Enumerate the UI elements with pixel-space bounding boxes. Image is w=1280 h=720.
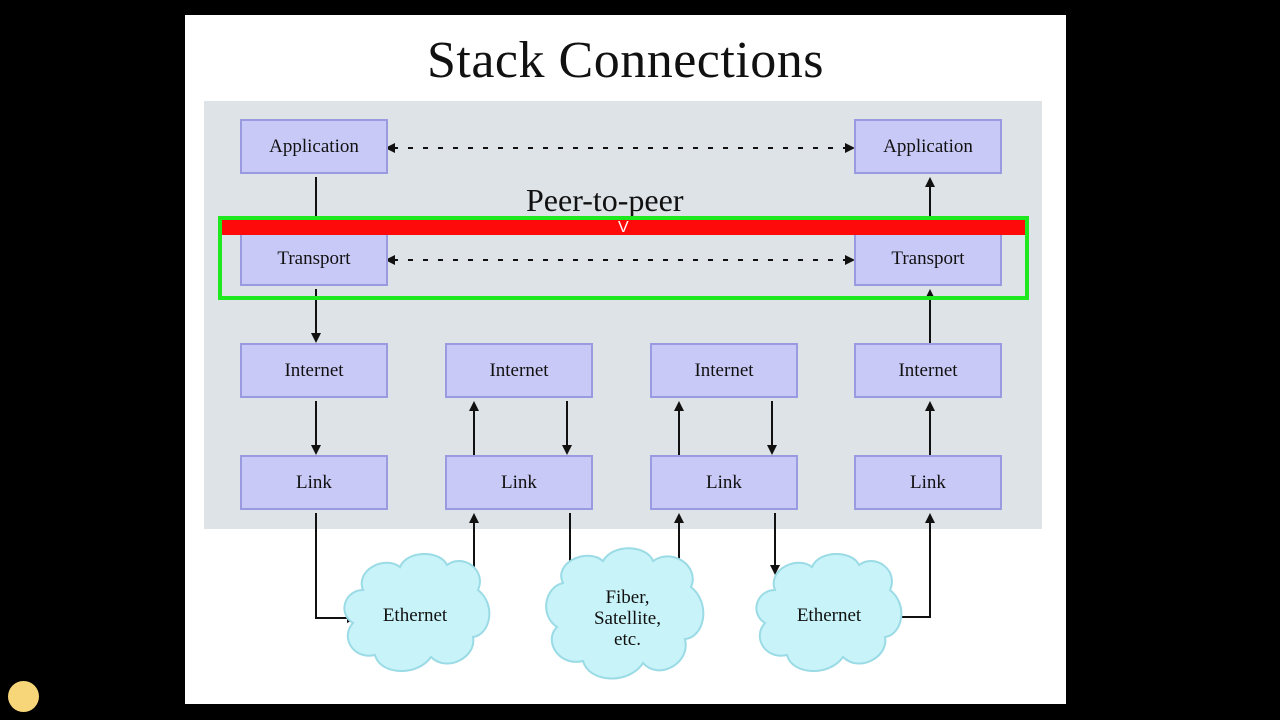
cloud-ethernet-left-label: Ethernet [382, 605, 448, 626]
router1-link-box: Link [445, 455, 593, 510]
cloud-ethernet-right [755, 553, 903, 672]
right-link-box: Link [854, 455, 1002, 510]
cloud-fiber-line-2: Satellite, [593, 608, 661, 629]
ethernet-to-right-link [900, 513, 935, 618]
cloud-ethernet-left [343, 553, 491, 672]
cloud-fiber-line-1: Fiber, [605, 587, 650, 608]
left-internet-box: Internet [240, 343, 388, 398]
cloud-fiber [545, 547, 705, 680]
right-transport-box: Transport [854, 231, 1002, 286]
left-transport-box: Transport [240, 231, 388, 286]
left-link-box: Link [240, 455, 388, 510]
router2-internet-box: Internet [650, 343, 798, 398]
left-application-box: Application [240, 119, 388, 174]
right-application-box: Application [854, 119, 1002, 174]
right-internet-box: Internet [854, 343, 1002, 398]
cloud-fiber-line-3: etc. [614, 629, 641, 650]
green-highlight-box [218, 216, 1029, 300]
connector-lines [311, 143, 935, 680]
left-link-to-ethernet [315, 513, 357, 623]
router2-link-box: Link [650, 455, 798, 510]
slide-title: Stack Connections [426, 32, 824, 89]
router1-internet-box: Internet [445, 343, 593, 398]
peer-to-peer-label: Peer-to-peer [526, 182, 684, 218]
slide: Stack Connections [185, 15, 1066, 704]
cloud-ethernet-right-label: Ethernet [796, 605, 862, 626]
red-bar-glyph: V [618, 219, 629, 236]
pointer-indicator-icon [8, 681, 39, 712]
red-highlight-bar [219, 218, 1026, 235]
cloud-fiber-label: Fiber, Satellite, etc. [575, 587, 680, 650]
